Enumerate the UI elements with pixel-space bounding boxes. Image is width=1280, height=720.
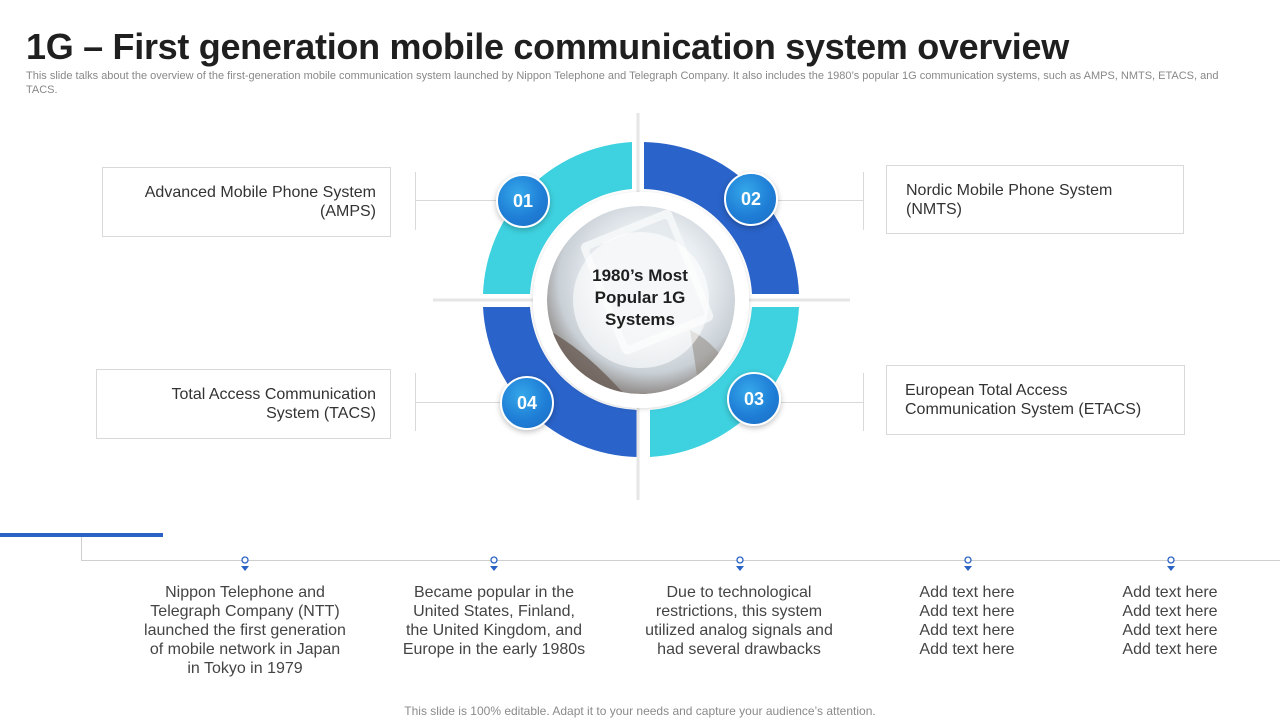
connector-etacs-v xyxy=(863,373,864,431)
timeline-accent-bar xyxy=(0,533,163,537)
timeline-text-line: Telegraph Company (NTT) xyxy=(150,603,340,620)
center-label-line1: 1980’s Most xyxy=(592,266,688,285)
timeline-text-line: Add text here xyxy=(919,641,1015,658)
timeline-text-line: Add text here xyxy=(1122,603,1218,620)
timeline-marker-icon xyxy=(964,556,972,571)
timeline-text-line: Add text here xyxy=(919,584,1015,601)
timeline-text-line: United States, Finland, xyxy=(413,603,575,620)
label-tacs-line1: Total Access Communication xyxy=(171,386,376,403)
label-box-amps: Advanced Mobile Phone System (AMPS) xyxy=(102,167,391,237)
label-nmts-line2: (NMTS) xyxy=(906,200,962,218)
badge-03: 03 xyxy=(727,372,781,426)
timeline-text-line: Europe in the early 1980s xyxy=(402,641,586,658)
slide-title: 1G – First generation mobile communicati… xyxy=(26,26,1069,67)
timeline-text-line: of mobile network in Japan xyxy=(149,641,341,658)
timeline-text-line: Add text here xyxy=(1122,622,1218,639)
connector-nmts-h xyxy=(778,200,863,201)
timeline-line xyxy=(81,560,1280,561)
label-amps-line2: (AMPS) xyxy=(320,203,376,220)
timeline-drop-line xyxy=(81,537,82,560)
timeline-marker-icon xyxy=(241,556,249,571)
badge-02: 02 xyxy=(724,172,778,226)
timeline-text-line: had several drawbacks xyxy=(657,641,821,658)
connector-etacs-h xyxy=(780,402,863,403)
timeline-text-1: Nippon Telephone and Telegraph Company (… xyxy=(140,583,350,678)
timeline-text-line: Due to technological xyxy=(666,584,812,601)
timeline-text-line: Add text here xyxy=(1122,641,1218,658)
timeline-marker-icon xyxy=(736,556,744,571)
label-tacs-line2: System (TACS) xyxy=(266,405,376,422)
timeline-text-line: launched the first generation xyxy=(144,622,346,639)
slide-subtitle: This slide talks about the overview of t… xyxy=(26,70,1219,96)
label-amps-line1: Advanced Mobile Phone System xyxy=(144,184,376,201)
timeline-text-line: Became popular in the xyxy=(413,584,575,601)
badge-01: 01 xyxy=(496,174,550,228)
connector-tacs-h xyxy=(415,402,503,403)
connector-amps-h xyxy=(415,200,500,201)
timeline-text-4: Add text here Add text here Add text her… xyxy=(862,583,1072,659)
timeline-marker-icon xyxy=(490,556,498,571)
timeline-marker-icon xyxy=(1167,556,1175,571)
timeline-text-line: Add text here xyxy=(919,603,1015,620)
center-label-line2: Popular 1G xyxy=(594,288,686,307)
timeline-text-3: Due to technological restrictions, this … xyxy=(634,583,844,659)
label-box-nmts: Nordic Mobile Phone System(NMTS) xyxy=(886,165,1184,234)
timeline-text-line: Add text here xyxy=(919,622,1015,639)
timeline-text-2: Became popular in the United States, Fin… xyxy=(389,583,599,659)
center-label-line3: Systems xyxy=(605,310,675,329)
label-etacs-line1: European Total Access xyxy=(905,382,1068,399)
timeline-text-line: in Tokyo in 1979 xyxy=(187,660,303,677)
badge-04: 04 xyxy=(500,376,554,430)
timeline-text-line: Add text here xyxy=(1122,584,1218,601)
slide-footer: This slide is 100% editable. Adapt it to… xyxy=(404,704,876,718)
connector-nmts-v xyxy=(863,172,864,230)
timeline-text-line: restrictions, this system xyxy=(655,603,823,620)
timeline-text-5: Add text here Add text here Add text her… xyxy=(1065,583,1275,659)
timeline-text-line: Nippon Telephone and xyxy=(165,584,325,601)
connector-amps-v xyxy=(415,172,416,230)
label-nmts-line1: Nordic Mobile Phone System xyxy=(906,181,1113,199)
center-label: 1980’s Most Popular 1G Systems xyxy=(575,265,705,331)
timeline-text-line: utilized analog signals and xyxy=(645,622,833,639)
label-etacs-line2: Communication System (ETACS) xyxy=(905,401,1142,418)
timeline-text-line: the United Kingdom, and xyxy=(405,622,583,639)
